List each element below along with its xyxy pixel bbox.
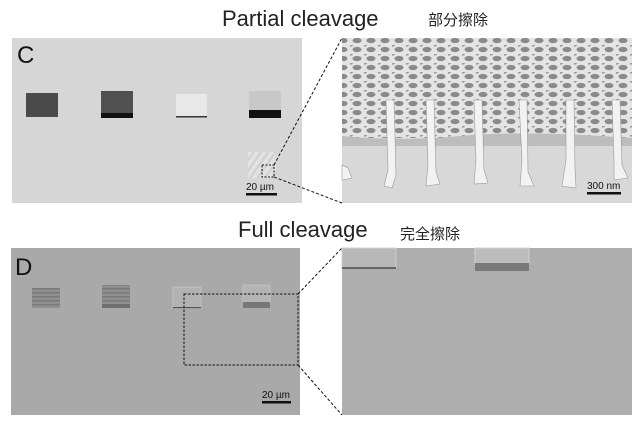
zoom-box (183, 293, 299, 366)
pattern-square-1 (32, 288, 60, 308)
panel-c-label: C (17, 42, 34, 69)
panel-d-title-cn: 完全擦除 (400, 225, 460, 243)
scale-bar-label-d: 20 µm (262, 390, 290, 401)
pattern-square-1 (26, 93, 58, 117)
panel-c-overview-image: C 20 µm (12, 38, 302, 203)
scale-bar-c (246, 193, 277, 196)
pattern-square-3 (176, 94, 207, 117)
panel-d-zoom-image (341, 247, 632, 415)
zoom-line-top-c (273, 37, 343, 166)
panel-d-title: Full cleavage (238, 217, 368, 242)
pattern-square-4 (249, 91, 281, 111)
panel-d-label: D (15, 254, 32, 281)
panel-c-zoom-image: 300 nm (341, 38, 632, 203)
scale-bar-zoom (587, 192, 621, 195)
panel-d-overview-image: D 20 µm (11, 248, 300, 415)
scale-bar-label-c: 20 µm (246, 182, 274, 193)
scale-bar-label-zoom: 300 nm (587, 181, 620, 192)
pattern-square-2 (101, 91, 133, 116)
zoom-line-bottom-d (297, 364, 343, 416)
panel-c-title-cn: 部分擦除 (428, 11, 488, 29)
zoom-box (261, 164, 275, 178)
pattern-square-2 (102, 285, 130, 307)
zoom-line-bottom-c (273, 176, 343, 204)
scale-bar-d (262, 401, 291, 404)
zoom-line-top-d (297, 247, 343, 295)
pattern-square-3 (172, 286, 202, 309)
panel-c-title: Partial cleavage (222, 6, 379, 31)
